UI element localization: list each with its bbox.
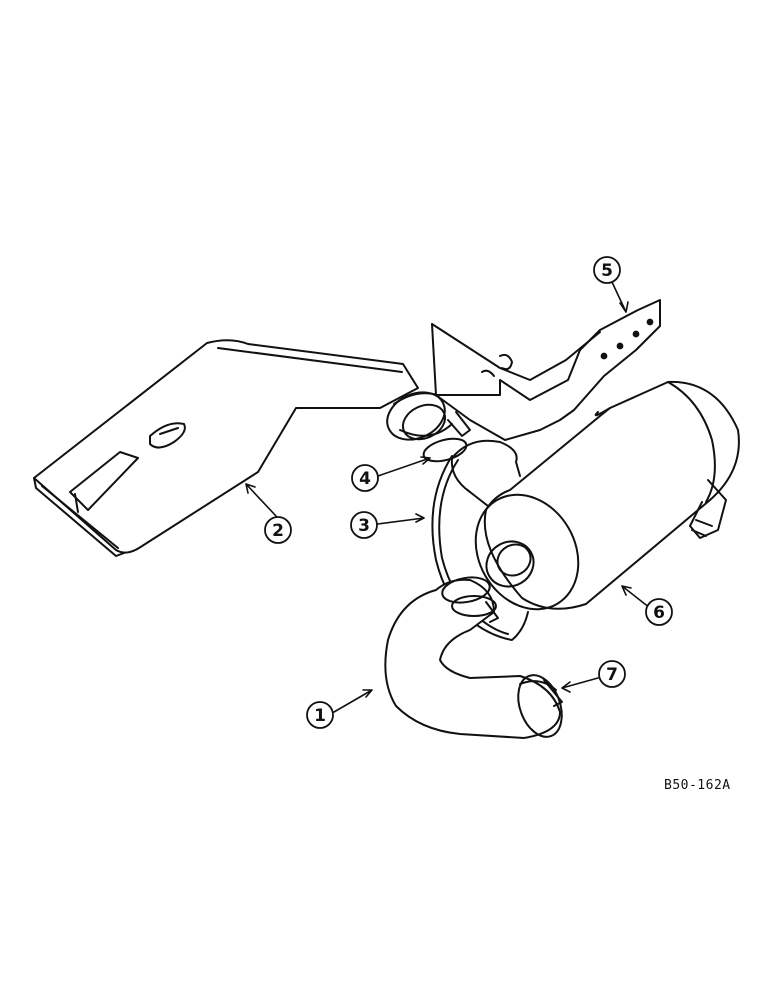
leader-6: [621, 585, 651, 609]
callout-2-label: 2: [272, 521, 284, 541]
leader-3: [377, 513, 425, 525]
callout-4-label: 4: [359, 469, 371, 489]
air-intake-duct: [33, 339, 419, 557]
callout-1-label: 1: [314, 706, 326, 726]
callout-6-circle: [645, 598, 673, 626]
leader-1: [333, 689, 373, 713]
leader-7: [561, 677, 599, 693]
callout-4-circle: [351, 464, 379, 492]
lower-hose: [384, 576, 563, 739]
callout-3-label: 3: [358, 516, 370, 536]
air-cleaner: [450, 380, 740, 611]
callout-6-label: 6: [653, 603, 665, 623]
leader-5: [611, 281, 629, 313]
mounting-bracket: [431, 299, 661, 441]
callouts: [264, 256, 673, 729]
callout-7-circle: [598, 660, 626, 688]
callout-7-label: 7: [606, 665, 618, 685]
callout-1-circle: [306, 701, 334, 729]
duct-coupling: [386, 391, 471, 463]
callout-2-circle: [264, 516, 292, 544]
leader-2: [245, 483, 277, 517]
callout-3-circle: [350, 511, 378, 539]
leader-4: [377, 456, 431, 477]
callout-5-circle: [593, 256, 621, 284]
callout-5-label: 5: [601, 261, 613, 281]
figure-reference-label: B50-162A: [664, 778, 731, 793]
leader-lines: [245, 281, 651, 713]
